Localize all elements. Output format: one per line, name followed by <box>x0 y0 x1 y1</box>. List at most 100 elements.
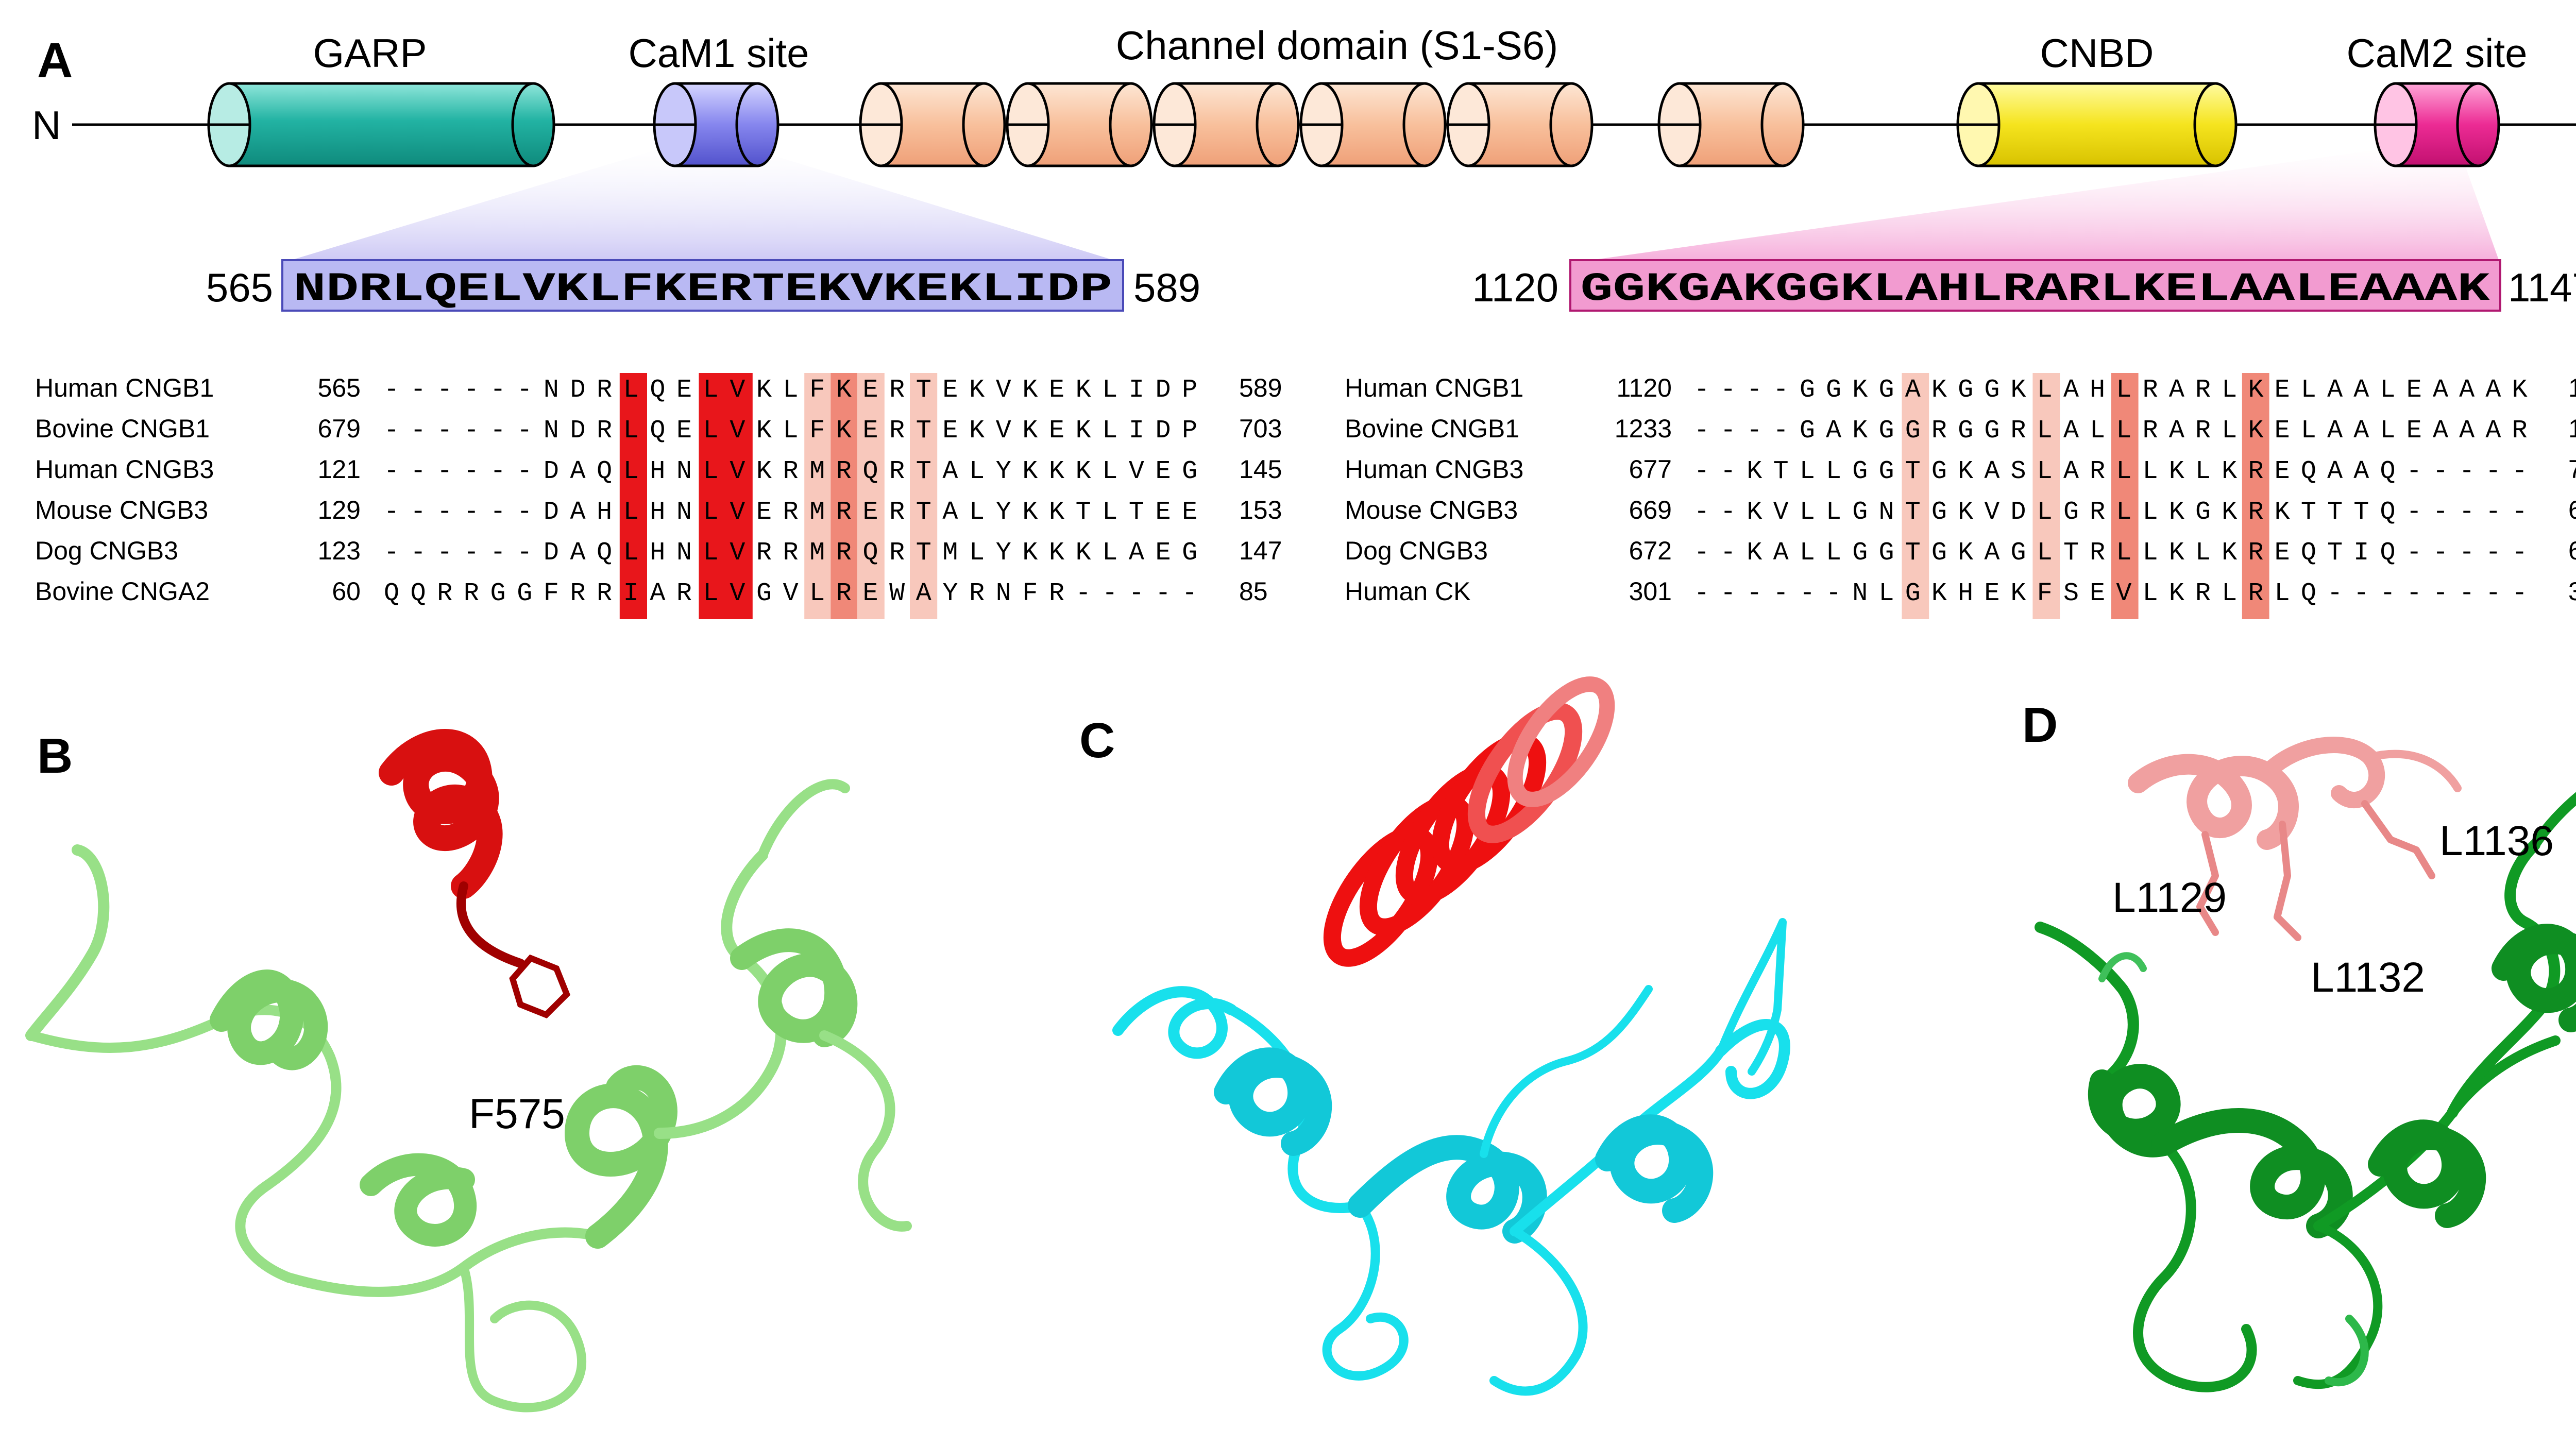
alignment-sequence: ------NLGKHEKFSEVLKRLRLQ-------- <box>1694 579 2528 608</box>
cam2-site-cylinder <box>2374 82 2500 167</box>
alignment-species-name: Bovine CNGA2 <box>35 577 210 606</box>
alignment-sequence: ------NDRLQELVKLFKERTEKVKEKLIDP <box>384 416 1197 446</box>
alignment-start-number: 129 <box>318 496 361 524</box>
cam1-sequence-box <box>281 259 1124 312</box>
cam1-sequence-alignment: Human CNGB1 565 ------NDRLQELVKLFKERTEKVKE… <box>35 373 1282 619</box>
alignment-sequence: ----GGKGAKGGKLAHLRARLKELAALEAAAK <box>1694 376 2528 405</box>
conservation-highlight-col-18 <box>857 373 885 619</box>
cam1-zoom-fan <box>282 144 1122 263</box>
alignment-species-name: Mouse CNGB3 <box>1345 496 1518 524</box>
alignment-end-number: 696 <box>2568 536 2576 565</box>
alignment-species-name: Human CK <box>1345 577 1471 606</box>
channel-domain-helices <box>859 82 1805 167</box>
alignment-start-number: 123 <box>318 536 361 565</box>
alignment-end-number: 85 <box>1239 577 1268 606</box>
alignment-start-number: 1120 <box>1616 373 1672 402</box>
alignment-sequence: QQRRGGFRRIARLVGVLREWAYRNFR----- <box>384 579 1197 608</box>
alignment-sequence: ----GAKGGRGGRLALLRARLKELAALEAAAR <box>1694 416 2528 446</box>
panel-d-peptide <box>2128 737 2462 941</box>
conservation-highlight-col-16 <box>804 373 832 619</box>
alignment-start-number: 679 <box>318 414 361 443</box>
alignment-species-name: Mouse CNGB3 <box>35 496 208 524</box>
panel-b-peptide-helix <box>379 729 571 1019</box>
panel-letter-b: B <box>37 728 73 784</box>
alignment-start-number: 677 <box>1629 455 1672 484</box>
cam2-seq-start: 1120 <box>1472 265 1558 310</box>
panel-c-calmodulin-ribbon <box>1112 918 1790 1396</box>
panel-letter-a: A <box>37 33 73 88</box>
cam2-zoom-fan <box>1572 144 2500 263</box>
garp-domain-cylinder <box>207 82 555 167</box>
cam1-seq-end: 589 <box>1133 265 1200 310</box>
cnbd-label: CNBD <box>2040 30 2154 76</box>
cam1-sequence-text: NDRLQELVKLFKERTEKVKEKLIDP <box>293 267 1112 312</box>
cam2-site-label: CaM2 site <box>2346 30 2527 76</box>
garp-label: GARP <box>313 30 427 76</box>
cam2-sequence-text: GGKGAKGGKLAHLRARLKELAALEAAAK <box>1581 267 2490 312</box>
alignment-species-name: Bovine CNGB1 <box>35 414 210 443</box>
alignment-start-number: 565 <box>318 373 361 402</box>
alignment-end-number: 147 <box>1239 536 1282 565</box>
cam1-seq-start: 565 <box>206 265 273 310</box>
alignment-species-name: Dog CNGB3 <box>1345 536 1488 565</box>
alignment-start-number: 1233 <box>1615 414 1672 443</box>
conservation-highlight-col-20 <box>910 373 938 619</box>
alignment-species-name: Human CNGB1 <box>1345 373 1523 402</box>
alignment-sequence: ------NDRLQELVKLFKERTEKVKEKLIDP <box>384 376 1197 405</box>
panel-c-structure <box>1112 676 1790 1396</box>
alignment-end-number: 1147 <box>2568 373 2576 402</box>
cam1-site-label: CaM1 site <box>628 30 809 76</box>
cam2-seq-end: 1147 <box>2508 265 2576 310</box>
alignment-species-name: Dog CNGB3 <box>35 536 178 565</box>
panel-d-calmodulin-ribbon <box>2035 792 2576 1392</box>
panel-d-residue-label-3: L1136 <box>2439 818 2554 864</box>
cam2-sequence-alignment: Human CNGB1 1120 ----GGKGAKGGKLAHLRARLKELA… <box>1345 373 2576 619</box>
alignment-start-number: 121 <box>318 455 361 484</box>
n-terminus-label: N <box>32 103 61 148</box>
alignment-end-number: 145 <box>1239 455 1282 484</box>
conservation-highlight-col-9 <box>619 373 647 619</box>
panel-b-residue-label: F575 <box>469 1091 565 1137</box>
alignment-species-name: Human CNGB3 <box>35 455 214 484</box>
alignment-end-number: 703 <box>1239 414 1282 443</box>
alignment-species-name: Bovine CNGB1 <box>1345 414 1519 443</box>
alignment-sequence: ------DAQLHNLVRRMRQRTMLYKKKLAEG <box>384 538 1197 568</box>
panel-d-structure: L1129 L1132 L1136 <box>2035 737 2576 1392</box>
alignment-end-number: 153 <box>1239 496 1282 524</box>
cnbd-domain-cylinder <box>1956 82 2238 167</box>
panel-d-residue-label-1: L1129 <box>2112 874 2227 921</box>
alignment-start-number: 669 <box>1629 496 1672 524</box>
alignment-sequence: --KVLLGNTGKVDLGRLLKGKRKTTTQ----- <box>1694 498 2528 527</box>
alignment-start-number: 60 <box>332 577 361 606</box>
cam2-sequence-box <box>1569 259 2501 312</box>
alignment-end-number: 1260 <box>2568 414 2576 443</box>
alignment-end-number: 589 <box>1239 373 1282 402</box>
panel-letter-d: D <box>2022 698 2058 753</box>
conservation-highlight-col-17 <box>831 373 858 619</box>
alignment-start-number: 672 <box>1629 536 1672 565</box>
alignment-end-number: 693 <box>2568 496 2576 524</box>
conservation-highlight-col-12 <box>699 373 726 619</box>
conservation-highlight-col-13 <box>2032 373 2060 619</box>
channel-domain-label: Channel domain (S1-S6) <box>1116 23 1558 68</box>
conservation-highlight-col-16 <box>2111 373 2139 619</box>
conservation-highlight-col-8 <box>1902 373 1929 619</box>
cam1-site-cylinder <box>653 82 779 167</box>
alignment-end-number: 701 <box>2568 455 2576 484</box>
alignment-sequence: ------DAHLHNLVERMRERTALYKKTLTEE <box>384 498 1197 527</box>
alignment-sequence: --KTLLGGTGKASLARLLKLKREQAAQ----- <box>1694 457 2528 486</box>
alignment-sequence: ------DAQLHNLVKRMRQRTALYKKKLVEG <box>384 457 1197 486</box>
alignment-sequence: --KALLGGTGKAGLTRLLKLKREQTIQ----- <box>1694 538 2528 568</box>
conservation-highlight-col-21 <box>2242 373 2269 619</box>
alignment-end-number: 318 <box>2568 577 2576 606</box>
panel-c-peptide-helix <box>1323 676 1615 967</box>
panel-d-residue-label-2: L1132 <box>2311 954 2425 1001</box>
alignment-species-name: Human CNGB1 <box>35 373 214 402</box>
panel-letter-c: C <box>1079 713 1115 768</box>
alignment-start-number: 301 <box>1629 577 1672 606</box>
panel-b-calmodulin-ribbon <box>25 779 912 1413</box>
conservation-highlight-col-13 <box>725 373 753 619</box>
panel-b-structure: F575 <box>25 729 912 1413</box>
alignment-species-name: Human CNGB3 <box>1345 455 1523 484</box>
